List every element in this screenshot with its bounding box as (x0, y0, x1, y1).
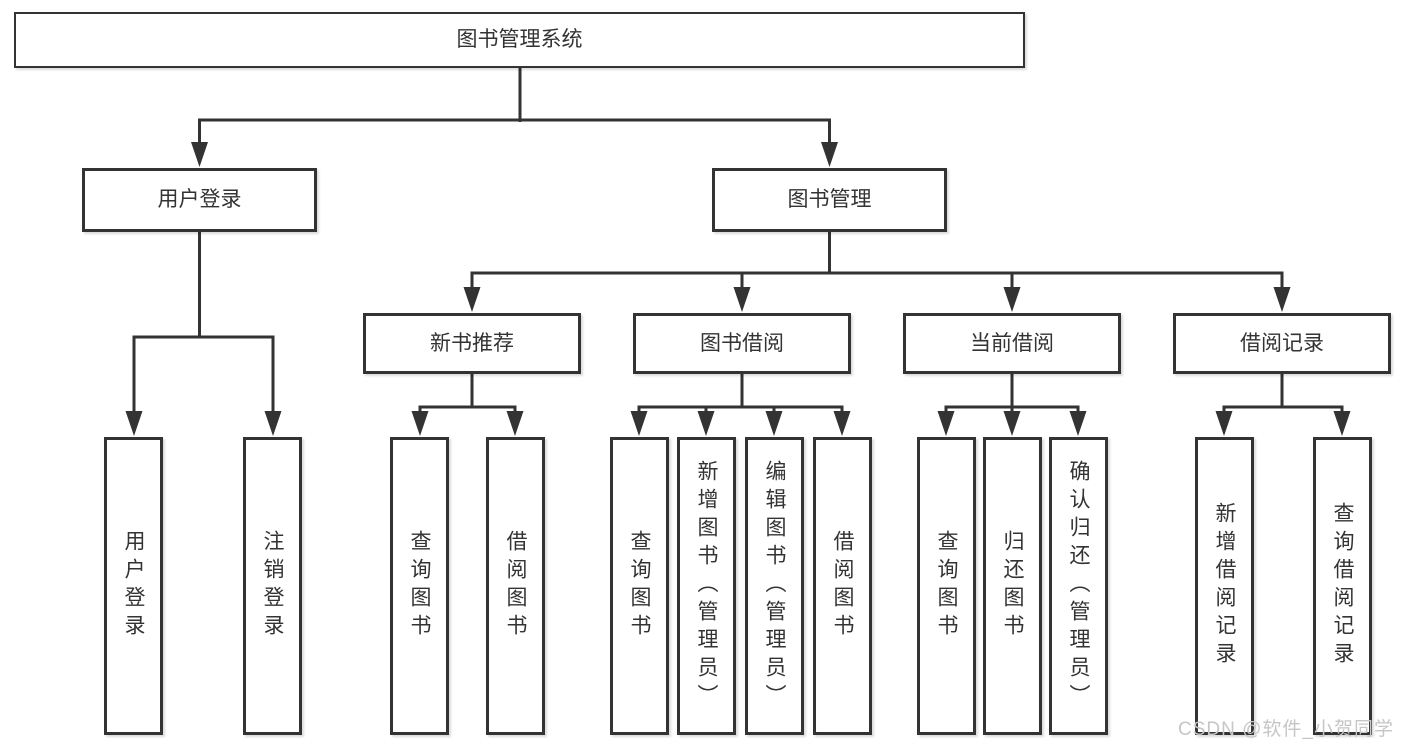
leaf-confirm-return-admin: 确认归还（管理员） (1049, 437, 1108, 735)
leaf-label: 归还图书 (1001, 530, 1025, 642)
leaf-label: 新增图书（管理员） (695, 460, 719, 712)
leaf-user-login: 用户登录 (104, 437, 163, 735)
arrowhead (1333, 411, 1351, 436)
leaf-borrow-books-borrowing: 借阅图书 (813, 437, 872, 735)
leaf-add-borrow-record: 新增借阅记录 (1195, 437, 1254, 735)
arrowhead (411, 411, 429, 436)
node-new-book-recommend: 新书推荐 (363, 313, 581, 374)
arrowhead (1003, 411, 1021, 436)
arrowhead (191, 142, 208, 167)
leaf-query-books-current: 查询图书 (917, 437, 976, 735)
arrowhead (833, 411, 851, 436)
node-book-management: 图书管理 (712, 168, 947, 232)
leaf-label: 新增借阅记录 (1213, 502, 1237, 670)
arrowhead (765, 411, 783, 436)
node-book-borrowing: 图书借阅 (633, 313, 851, 374)
csdn-watermark: CSDN @软件_小贺同学 (1178, 719, 1394, 740)
leaf-label: 借阅图书 (831, 530, 855, 642)
arrowhead (1273, 287, 1291, 312)
leaf-return-books: 归还图书 (983, 437, 1042, 735)
node-current-borrowing: 当前借阅 (903, 313, 1121, 374)
arrowhead (733, 287, 751, 312)
leaf-label: 编辑图书（管理员） (763, 460, 787, 712)
leaf-label: 确认归还（管理员） (1067, 460, 1091, 712)
leaf-borrow-books-recommend: 借阅图书 (486, 437, 545, 735)
leaf-label: 注销登录 (261, 530, 285, 642)
arrowhead (1215, 411, 1233, 436)
leaf-query-borrow-record: 查询借阅记录 (1313, 437, 1372, 735)
node-user-login: 用户登录 (82, 168, 317, 232)
leaf-label: 查询图书 (408, 530, 432, 642)
leaf-query-books-recommend: 查询图书 (390, 437, 449, 735)
arrowhead (630, 411, 648, 436)
arrowhead (697, 411, 715, 436)
leaf-logout: 注销登录 (243, 437, 302, 735)
leaf-query-books-borrowing: 查询图书 (610, 437, 669, 735)
arrowhead (125, 411, 143, 436)
leaf-label: 查询图书 (628, 530, 652, 642)
arrowhead (937, 411, 955, 436)
arrowhead (506, 411, 524, 436)
leaf-label: 借阅图书 (504, 530, 528, 642)
arrowhead (1003, 287, 1021, 312)
leaf-add-book-admin: 新增图书（管理员） (677, 437, 736, 735)
leaf-edit-book-admin: 编辑图书（管理员） (745, 437, 804, 735)
connector-path (132, 68, 1344, 414)
node-borrowing-records: 借阅记录 (1173, 313, 1391, 374)
leaf-label: 查询借阅记录 (1331, 502, 1355, 670)
arrowhead (1069, 411, 1087, 436)
arrowhead (821, 142, 838, 167)
arrowhead (264, 411, 282, 436)
leaf-label: 用户登录 (122, 530, 146, 642)
arrowhead (463, 287, 481, 312)
node-root: 图书管理系统 (14, 12, 1025, 68)
leaf-label: 查询图书 (935, 530, 959, 642)
